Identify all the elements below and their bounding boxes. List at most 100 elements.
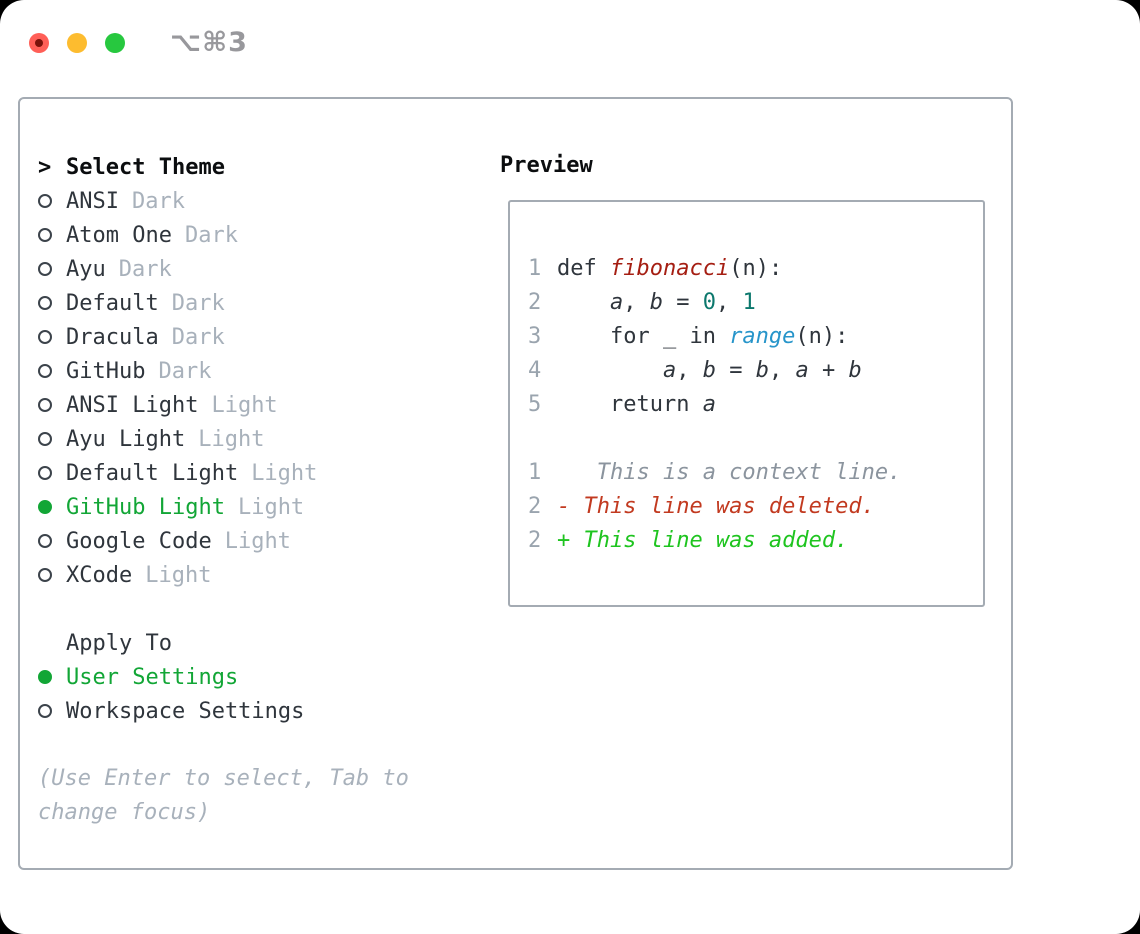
- code-token: =: [715, 357, 756, 383]
- bullet-cell: [38, 296, 66, 310]
- diff-text: - This line was deleted.: [557, 493, 875, 519]
- theme-variant-tag: Dark: [158, 358, 212, 384]
- code-token: a: [795, 357, 809, 383]
- line-number: 2: [528, 527, 542, 553]
- bullet-cell: [38, 228, 66, 242]
- radio-icon: [38, 194, 52, 208]
- code-token: a: [702, 391, 716, 417]
- radio-icon: [38, 704, 52, 718]
- code-text: def fibonacci(n):: [557, 256, 782, 281]
- code-token: 0: [702, 289, 716, 315]
- theme-variant-tag: Light: [198, 426, 265, 452]
- code-line: 2 a, b = 0, 1: [528, 285, 983, 319]
- code-text: for _ in range(n):: [557, 324, 848, 349]
- close-button[interactable]: [29, 32, 49, 53]
- radio-icon: [38, 500, 52, 514]
- line-number: 5: [528, 391, 542, 417]
- window-title: ⌥⌘3: [170, 27, 248, 58]
- code-text: a, b = 0, 1: [557, 290, 756, 315]
- diff-text: This is a context line.: [557, 459, 902, 485]
- code-token: b: [755, 357, 769, 383]
- radio-icon: [38, 568, 52, 582]
- code-token: (n):: [729, 255, 783, 281]
- bullet-cell: [38, 262, 66, 276]
- radio-icon: [38, 296, 52, 310]
- diff-line: 2 - This line was deleted.: [528, 489, 983, 523]
- theme-variant-tag: Light: [237, 494, 305, 520]
- bullet-cell: [38, 466, 66, 480]
- code-token: [557, 358, 663, 383]
- titlebar: ⌥⌘3: [29, 27, 248, 58]
- prompt-icon: >: [38, 154, 52, 180]
- section-title: Select Theme: [66, 154, 225, 180]
- theme-name: Atom One: [66, 222, 172, 248]
- line-number: 3: [528, 323, 542, 349]
- code-token: +: [808, 357, 849, 383]
- theme-option[interactable]: ANSI Light Light: [38, 388, 438, 422]
- theme-name: ANSI Light: [66, 392, 199, 418]
- apply-option[interactable]: User Settings: [38, 660, 438, 694]
- diff-preview-block: 1 This is a context line. 2 - This line wa…: [528, 455, 983, 557]
- line-number: 2: [528, 289, 542, 315]
- code-token: ,: [715, 289, 743, 315]
- theme-variant-tag: Light: [224, 528, 291, 554]
- bullet-cell: [38, 500, 66, 514]
- theme-name: Ayu: [66, 256, 106, 282]
- code-token: def: [557, 255, 610, 281]
- apply-option[interactable]: Workspace Settings: [38, 694, 438, 728]
- radio-icon: [38, 534, 52, 548]
- code-token: for _ in: [557, 323, 730, 349]
- code-text: a, b = b, a + b: [557, 358, 862, 383]
- theme-variant-tag: Light: [145, 562, 212, 588]
- apply-section-header: Apply To: [38, 626, 438, 660]
- code-token: fibonacci: [609, 255, 730, 281]
- spacer: [38, 592, 438, 626]
- theme-section-header: > Select Theme: [38, 150, 438, 184]
- diff-line: 2+ This line was added.: [528, 523, 983, 557]
- radio-icon: [38, 262, 52, 276]
- diff-line: 1 This is a context line.: [528, 455, 983, 489]
- line-number: 4: [528, 357, 542, 383]
- zoom-button[interactable]: [105, 32, 125, 53]
- line-number: 2: [528, 493, 542, 519]
- theme-option[interactable]: Ayu Dark: [38, 252, 438, 286]
- theme-variant-tag: Light: [211, 392, 278, 418]
- code-token: b: [649, 289, 663, 315]
- bullet-cell: [38, 670, 66, 684]
- theme-variant-tag: Light: [251, 460, 318, 486]
- code-token: return: [557, 391, 703, 417]
- code-token: [557, 290, 610, 315]
- apply-target-name: Workspace Settings: [66, 698, 305, 724]
- line-number: 1: [528, 459, 542, 485]
- theme-variant-tag: Dark: [118, 256, 172, 282]
- bullet-cell: [38, 568, 66, 582]
- bullet-cell: [38, 534, 66, 548]
- code-token: =: [662, 289, 703, 315]
- theme-variant-tag: Dark: [171, 324, 225, 350]
- code-line: 3 for _ in range(n):: [528, 319, 983, 353]
- theme-variant-tag: Dark: [171, 290, 225, 316]
- radio-icon: [38, 466, 52, 480]
- theme-name: Dracula: [66, 324, 159, 350]
- bullet-cell: [38, 194, 66, 208]
- minimize-button[interactable]: [67, 32, 87, 53]
- theme-option[interactable]: Dracula Dark: [38, 320, 438, 354]
- keyboard-hint: (Use Enter to select, Tab to change focu…: [38, 766, 409, 825]
- section-title: Apply To: [66, 630, 172, 656]
- preview-title: Preview: [500, 153, 593, 178]
- bullet-cell: [38, 398, 66, 412]
